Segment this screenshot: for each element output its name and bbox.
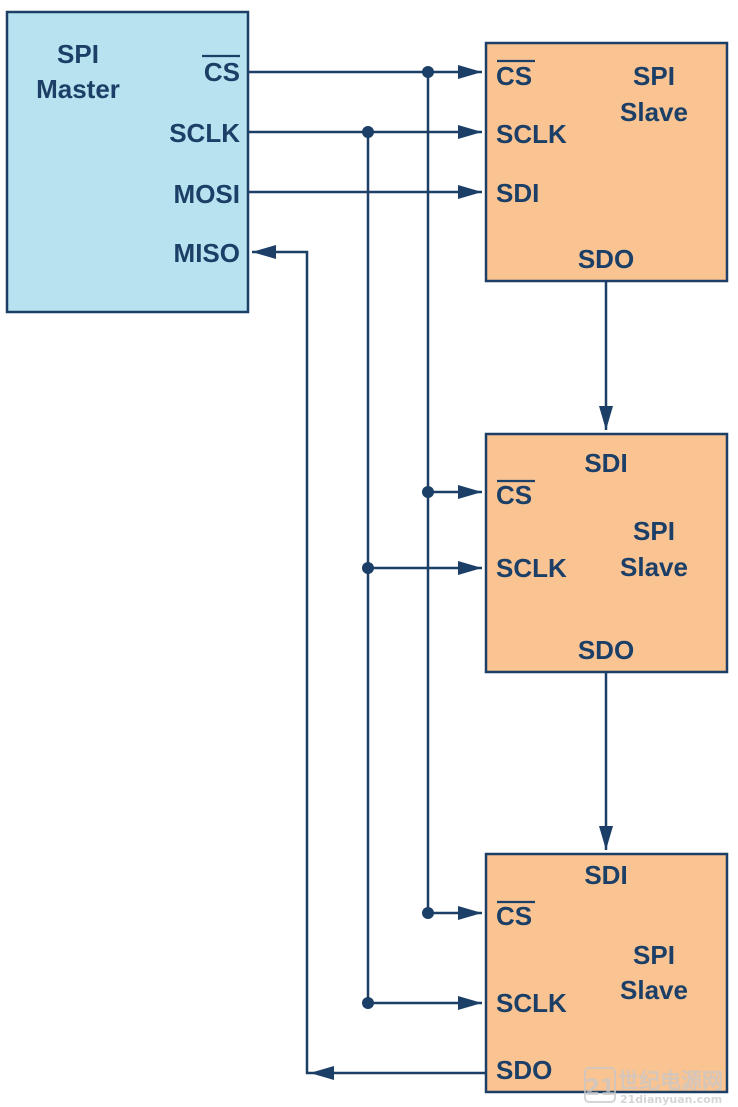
spi-slave-1-box (484, 41, 729, 283)
slave2-pin-sdi: SDI (584, 448, 627, 478)
master-title-line2: Master (36, 74, 120, 104)
sdo3-to-miso-wire (252, 245, 486, 1075)
slave3-title-line2: Slave (620, 975, 688, 1005)
sclk-junction-dot-1 (362, 126, 374, 138)
watermark-logo-badge (584, 1067, 616, 1103)
slave2-pin-cs: CS (496, 480, 532, 510)
master-pin-mosi: MOSI (174, 179, 240, 209)
slave1-pin-sdi: SDI (496, 178, 539, 208)
slave1-pin-cs: CS (496, 61, 532, 91)
sclk-junction-dot-2 (362, 562, 374, 574)
watermark-url: 21dianyuan.com (620, 1093, 722, 1106)
slave1-pin-sdo: SDO (578, 244, 634, 274)
slave1-pin-sclk: SCLK (496, 119, 567, 149)
watermark: 21 世纪电源网 21dianyuan.com (584, 1067, 723, 1106)
cs-junction-dot-1 (422, 66, 434, 78)
slave2-pin-sclk: SCLK (496, 553, 567, 583)
cs-junction-dot-2 (422, 486, 434, 498)
slave1-title-line2: Slave (620, 97, 688, 127)
watermark-chinese: 世纪电源网 (618, 1069, 723, 1093)
master-pin-sclk: SCLK (169, 118, 240, 148)
slave2-pin-sdo: SDO (578, 635, 634, 665)
slave2-title-line1: SPI (633, 516, 675, 546)
master-title-line1: SPI (57, 39, 99, 69)
spi-master-box (5, 10, 250, 314)
slave2-title-line2: Slave (620, 552, 688, 582)
slave3-pin-sclk: SCLK (496, 988, 567, 1018)
sdo3-return-arrowhead (310, 1066, 334, 1080)
watermark-logo: 21 (585, 1076, 616, 1101)
slave1-title-line1: SPI (633, 61, 675, 91)
master-pin-miso: MISO (174, 238, 240, 268)
slave3-title-line1: SPI (633, 940, 675, 970)
sclk-junction-dot-3 (362, 997, 374, 1009)
slave3-pin-sdo: SDO (496, 1055, 552, 1085)
slave3-pin-cs: CS (496, 901, 532, 931)
spi-slave-3-box (484, 852, 729, 1094)
slave3-pin-sdi: SDI (584, 860, 627, 890)
cs-junction-dot-3 (422, 907, 434, 919)
master-pin-cs: CS (204, 57, 240, 87)
spi-slave-2-box (484, 432, 729, 674)
